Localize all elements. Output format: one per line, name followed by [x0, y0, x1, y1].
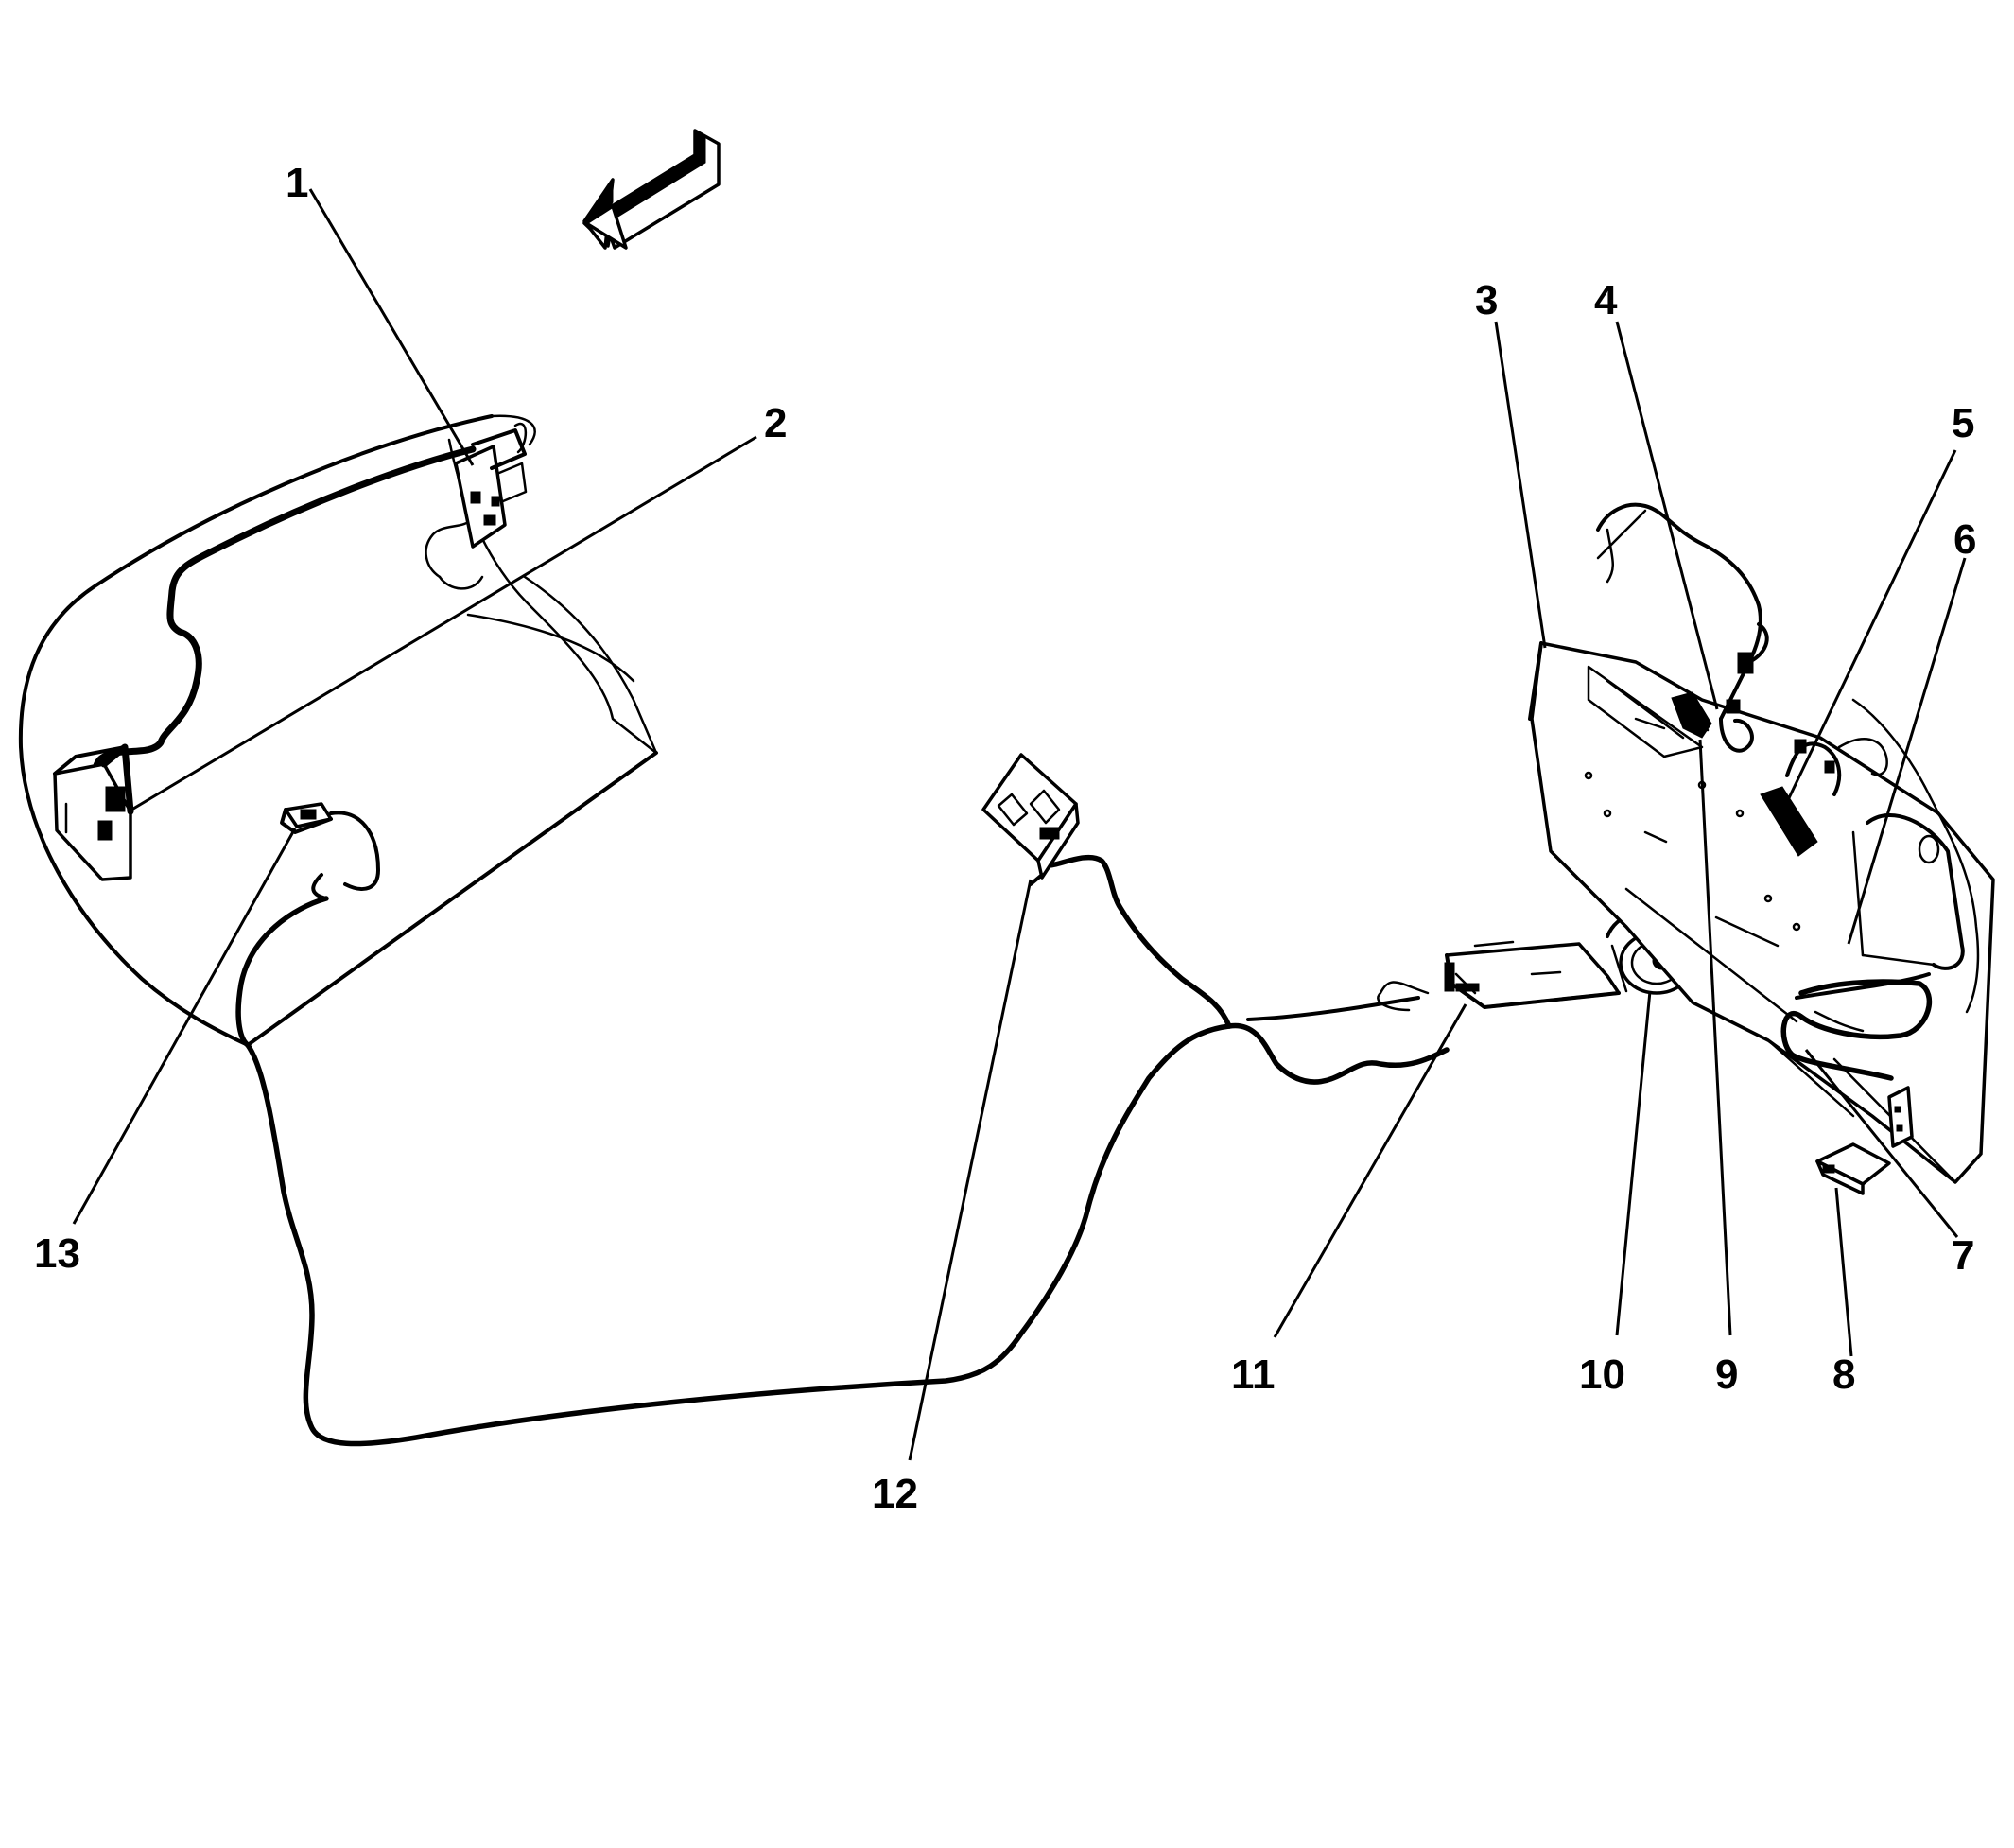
callout-4: 4: [1594, 277, 1618, 323]
leader-3: [1494, 321, 1547, 649]
leader-2: [128, 435, 757, 813]
component-5-connector: [1760, 738, 1888, 857]
component-13-sensor: [280, 802, 380, 900]
leader-12: [908, 879, 1033, 1461]
component-2-module: [53, 743, 134, 881]
component-8-box: [1815, 1142, 1891, 1195]
callout-12: 12: [872, 1471, 918, 1517]
leader-1: [308, 188, 475, 466]
callout-9: 9: [1715, 1351, 1738, 1398]
component-9-connector: [1671, 691, 1712, 739]
leader-4: [1615, 321, 1719, 710]
callout-8: 8: [1832, 1351, 1855, 1398]
leader-11: [1273, 1003, 1467, 1338]
leader-10: [1615, 990, 1652, 1336]
callout-10: 10: [1579, 1351, 1625, 1398]
front-direction-arrow-icon: [582, 129, 721, 250]
callout-3: 3: [1475, 277, 1498, 323]
component-1-module: [454, 422, 528, 549]
header-harness: [92, 445, 484, 789]
callout-2: 2: [764, 400, 787, 446]
rear-panel-assembly: [1528, 641, 1995, 1184]
callout-11: 11: [1231, 1351, 1276, 1398]
component-11-module: [1444, 940, 1621, 1009]
callout-labels: 1 2 3 4 5 6 7 8 9 10 11 12 13: [34, 160, 1976, 1517]
leader-13: [72, 828, 297, 1225]
component-12-module: [981, 753, 1080, 886]
windshield-outline: [18, 414, 658, 1047]
leader-6: [1847, 557, 1967, 945]
leader-9: [1698, 739, 1732, 1336]
callout-6: 6: [1953, 516, 1976, 563]
leader-8: [1834, 1187, 1853, 1357]
callout-5: 5: [1952, 400, 1974, 446]
leader-lines: [72, 188, 1967, 1461]
main-wiring-harness: [235, 854, 1450, 1447]
upper-right-harness: [1596, 502, 1769, 753]
callout-7: 7: [1952, 1232, 1974, 1279]
leader-7: [1804, 1049, 1959, 1238]
callout-1: 1: [286, 160, 308, 206]
leader-5: [1785, 449, 1957, 803]
callout-13: 13: [34, 1230, 80, 1277]
